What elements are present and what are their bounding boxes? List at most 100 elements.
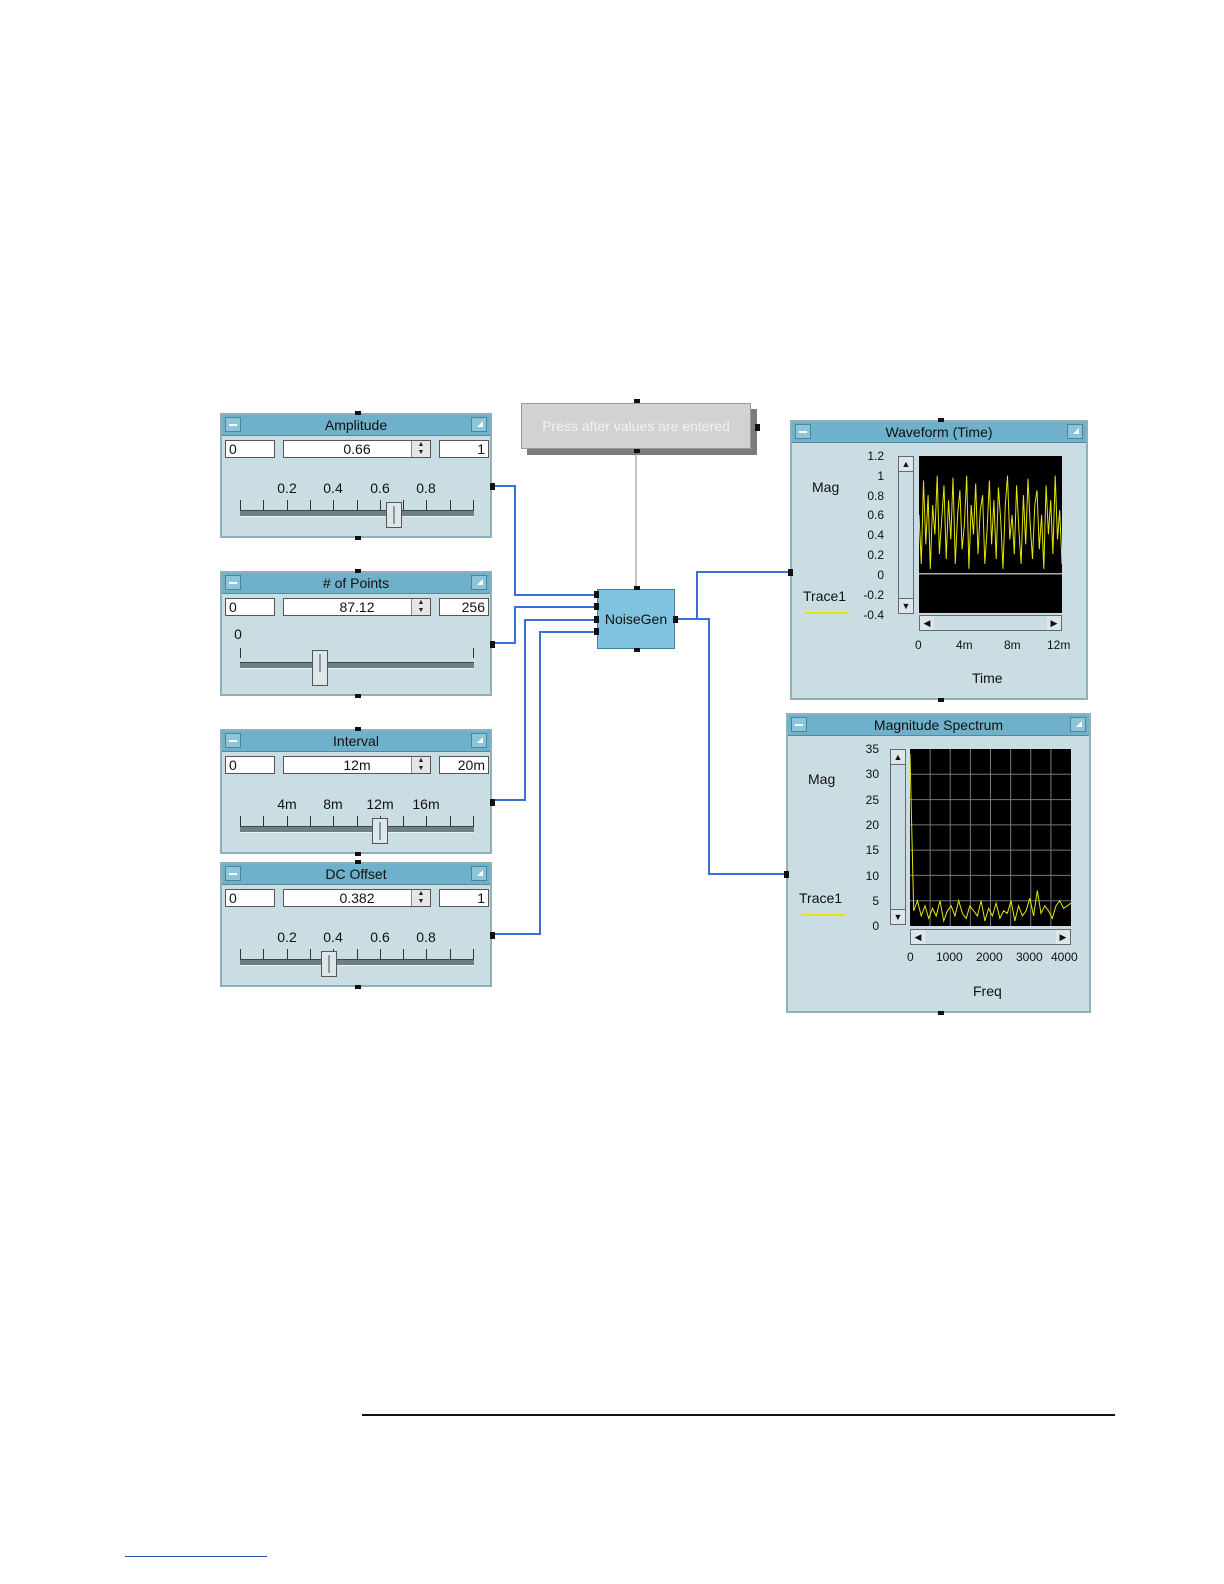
wire-waveform [675, 571, 791, 620]
spectrum-titlebar[interactable]: Magnitude Spectrum [788, 715, 1089, 736]
trace-line [919, 475, 1062, 569]
scroll-down-icon[interactable]: ▼ [899, 598, 913, 613]
slider-track[interactable] [240, 826, 474, 833]
min-field[interactable]: 0 [225, 440, 275, 458]
magnitude-spectrum-panel[interactable]: Magnitude Spectrum Mag Trace1 35 30 25 2… [784, 713, 1091, 1015]
scale-label: 16m [412, 796, 440, 812]
tick-mark [473, 500, 474, 510]
scroll-right-icon[interactable]: ▶ [1047, 616, 1061, 630]
minimize-icon[interactable] [225, 417, 241, 432]
tick-mark [286, 500, 288, 510]
scroll-down-icon[interactable]: ▼ [891, 909, 905, 924]
max-field[interactable]: 1 [439, 889, 489, 907]
spinner-icon[interactable]: ▲▼ [411, 599, 430, 615]
min-field[interactable]: 0 [225, 598, 275, 616]
slider-thumb[interactable] [386, 502, 403, 528]
minimize-icon[interactable] [791, 717, 807, 732]
scale-label: 0.6 [370, 480, 390, 496]
min-field[interactable]: 0 [225, 756, 275, 774]
wire-dcoffset [494, 631, 597, 935]
tick-mark [333, 816, 335, 826]
wire-interval [494, 619, 597, 801]
waveform-titlebar[interactable]: Waveform (Time) [792, 422, 1086, 443]
y-tick: 0 [877, 568, 884, 582]
scale-label: 0.8 [416, 929, 436, 945]
dcoffset-titlebar[interactable]: DC Offset [222, 864, 490, 885]
scroll-left-icon[interactable]: ◀ [920, 616, 934, 630]
tick-mark [379, 500, 381, 510]
scroll-left-icon[interactable]: ◀ [911, 930, 925, 944]
min-field[interactable]: 0 [225, 889, 275, 907]
spectrum-hscroll[interactable]: ◀ ▶ [910, 929, 1071, 945]
interval-slider[interactable]: 4m 8m 12m 16m [222, 778, 490, 848]
waveform-hscroll[interactable]: ◀ ▶ [919, 615, 1062, 631]
x-tick: 12m [1047, 638, 1071, 652]
spectrum-plot-area[interactable] [910, 749, 1071, 926]
press-button-label: Press after values are entered [542, 418, 730, 434]
slider-thumb[interactable] [321, 951, 338, 977]
value-field[interactable]: 12m▲▼ [283, 756, 431, 774]
amplitude-slider[interactable]: 0.2 0.4 0.6 0.8 [222, 462, 490, 532]
maximize-icon[interactable] [1070, 717, 1086, 732]
tick-mark [356, 816, 358, 826]
waveform-vscroll[interactable]: ▲ ▼ [898, 456, 914, 614]
max-field[interactable]: 20m [439, 756, 489, 774]
x-tick: 4m [956, 638, 973, 652]
value-field[interactable]: 0.382▲▼ [283, 889, 431, 907]
dcoffset-slider-panel[interactable]: DC Offset 0 0.382▲▼ 1 0.2 0.4 0.6 0.8 [220, 860, 495, 989]
spinner-icon[interactable]: ▲▼ [411, 441, 430, 457]
tick-mark [240, 949, 241, 959]
legend-swatch [801, 914, 845, 916]
minimize-icon[interactable] [225, 866, 241, 881]
points-slider-panel[interactable]: # of Points 0 87.12▲▼ 256 0 [220, 569, 495, 698]
dcoffset-slider[interactable]: 0.2 0.4 0.6 0.8 [222, 911, 490, 981]
value-text: 0.66 [343, 441, 371, 457]
spinner-icon[interactable]: ▲▼ [411, 890, 430, 906]
maximize-icon[interactable] [1067, 424, 1083, 439]
max-field[interactable]: 1 [439, 440, 489, 458]
scroll-right-icon[interactable]: ▶ [1056, 930, 1070, 944]
amplitude-slider-panel[interactable]: Amplitude 0 0.66 ▲▼ 1 0.2 0.4 0.6 0.8 [220, 411, 495, 540]
tick-mark [356, 949, 358, 959]
panel-title: Amplitude [324, 417, 388, 433]
noisegen-function-box[interactable]: NoiseGen [594, 586, 678, 652]
tick-mark [379, 949, 381, 959]
value-field[interactable]: 87.12▲▼ [283, 598, 431, 616]
x-axis-label: Time [972, 670, 1003, 686]
y-tick: 20 [865, 818, 879, 832]
interval-titlebar[interactable]: Interval [222, 731, 490, 752]
waveform-time-panel[interactable]: Waveform (Time) Mag Trace1 1.2 1 0.8 0.6… [788, 418, 1088, 702]
tick-mark [309, 500, 311, 510]
interval-slider-panel[interactable]: Interval 0 12m▲▼ 20m 4m 8m 12m 16m [220, 727, 495, 856]
maximize-icon[interactable] [471, 733, 487, 748]
slider-thumb[interactable] [311, 650, 328, 686]
spinner-icon[interactable]: ▲▼ [411, 757, 430, 773]
amplitude-titlebar[interactable]: Amplitude [222, 415, 490, 436]
spectrum-vscroll[interactable]: ▲ ▼ [890, 749, 906, 925]
slider-track[interactable] [240, 959, 474, 966]
value-field[interactable]: 0.66 ▲▼ [283, 440, 431, 458]
maximize-icon[interactable] [471, 866, 487, 881]
minimize-icon[interactable] [795, 424, 811, 439]
scale-label: 12m [366, 796, 394, 812]
maximize-icon[interactable] [471, 417, 487, 432]
scale-label: 8m [323, 796, 343, 812]
minimize-icon[interactable] [225, 575, 241, 590]
points-slider[interactable]: 0 [222, 620, 490, 690]
tick-mark [473, 949, 474, 959]
scroll-up-icon[interactable]: ▲ [891, 750, 905, 765]
tick-mark [240, 816, 241, 826]
slider-track[interactable] [240, 662, 474, 669]
slider-track[interactable] [240, 510, 474, 517]
press-after-values-button[interactable]: Press after values are entered [521, 399, 760, 453]
tick-marks [240, 949, 474, 959]
max-field[interactable]: 256 [439, 598, 489, 616]
tick-mark [263, 500, 265, 510]
waveform-plot-area[interactable] [919, 456, 1062, 613]
maximize-icon[interactable] [471, 575, 487, 590]
points-titlebar[interactable]: # of Points [222, 573, 490, 594]
minimize-icon[interactable] [225, 733, 241, 748]
scroll-up-icon[interactable]: ▲ [899, 457, 913, 472]
slider-thumb[interactable] [372, 818, 389, 844]
x-tick: 1000 [936, 950, 963, 964]
